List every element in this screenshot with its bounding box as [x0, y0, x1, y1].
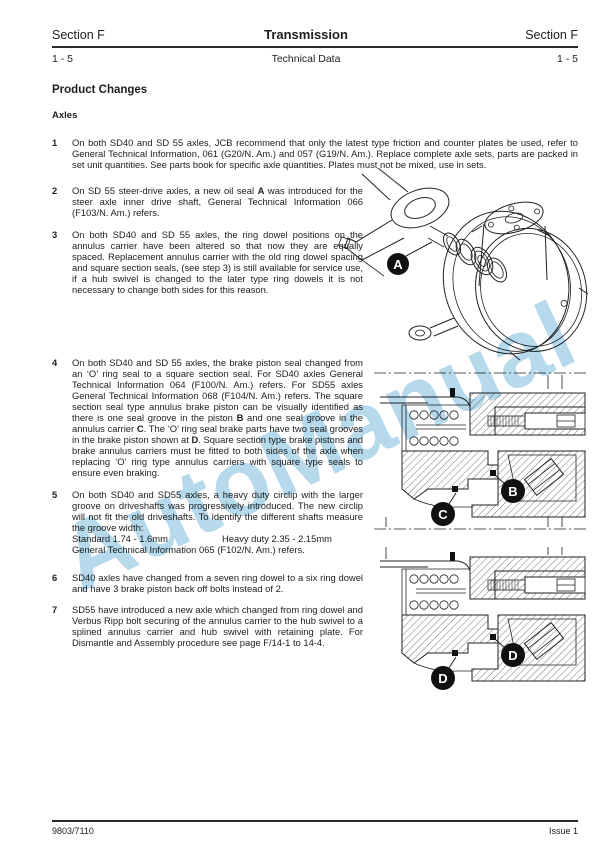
item-1-text: On both SD40 and SD 55 axles, JCB recomm…	[72, 137, 578, 170]
header-rule	[52, 46, 578, 48]
page-subtitle: Technical Data	[271, 53, 341, 65]
callout-b-label: B	[508, 484, 517, 499]
swivel-flange	[484, 201, 544, 235]
publication-number: 9803/7110	[52, 826, 94, 836]
callout-b-circle	[501, 479, 525, 503]
oring-seal-section-drawing: D D	[380, 547, 586, 690]
item-5-text: On both SD40 and SD55 axles, a heavy dut…	[72, 489, 363, 555]
square-seal-section-drawing: B C	[374, 372, 588, 530]
track-rod-eye	[390, 187, 450, 229]
callout-a-label: A	[393, 257, 403, 272]
item-4-number: 4	[52, 357, 58, 368]
page-number-left: 1 - 5	[52, 53, 74, 65]
groove-standard-value: Standard 1.74 - 1.6mm	[72, 533, 168, 544]
figure-axle-assembly: A	[332, 168, 590, 366]
figure-section-square-seal: B C	[372, 367, 590, 535]
item-4-text: On both SD40 and SD 55 axles, the brake …	[72, 357, 363, 478]
section-title: Product Changes	[52, 84, 148, 96]
spring-coils	[409, 574, 459, 610]
callout-a-circle	[387, 253, 409, 275]
item-3-text: On both SD40 and SD 55 axles, the ring d…	[72, 229, 363, 295]
brake-drum	[442, 210, 589, 361]
issue-number: Issue 1	[548, 826, 578, 836]
item-3-number: 3	[52, 229, 58, 240]
header-section-right: Section F	[525, 28, 578, 42]
section-subtitle: Axles	[52, 110, 78, 121]
axle-assembly-drawing: A	[337, 168, 589, 361]
footer-rule	[52, 820, 578, 822]
item-5-number: 5	[52, 489, 58, 500]
item-2-number: 2	[52, 185, 58, 196]
groove-width-row: Standard 1.74 - 1.6mm Heavy duty 2.35 - 2…	[72, 533, 363, 544]
item-6-text: SD40 axles have changed from a seven rin…	[72, 572, 363, 594]
groove-heavy-duty-value: Heavy duty 2.35 - 2.15mm	[222, 533, 332, 544]
callout-c-circle	[431, 502, 455, 526]
header-section-left: Section F	[52, 28, 105, 42]
item-1-number: 1	[52, 137, 58, 148]
callout-d2-circle	[431, 666, 455, 690]
item-7-number: 7	[52, 604, 58, 615]
item-6-number: 6	[52, 572, 58, 583]
item-7-text: SD55 have introduced a new axle which ch…	[72, 604, 363, 648]
spring-coils	[409, 410, 459, 446]
item-5-reference: General Technical Information 065 (F102/…	[72, 544, 305, 555]
figure-section-oring-seal: D D	[372, 545, 590, 697]
item-2-text: On SD 55 steer-drive axles, a new oil se…	[72, 185, 363, 218]
callout-c-label: C	[438, 507, 448, 522]
callout-d1-label: D	[508, 648, 517, 663]
callout-d2-label: D	[438, 671, 447, 686]
callout-d1-circle	[501, 643, 525, 667]
item-5-paragraph: On both SD40 and SD55 axles, a heavy dut…	[72, 489, 363, 533]
page-title: Transmission	[264, 27, 348, 42]
page-number-right: 1 - 5	[556, 53, 578, 65]
